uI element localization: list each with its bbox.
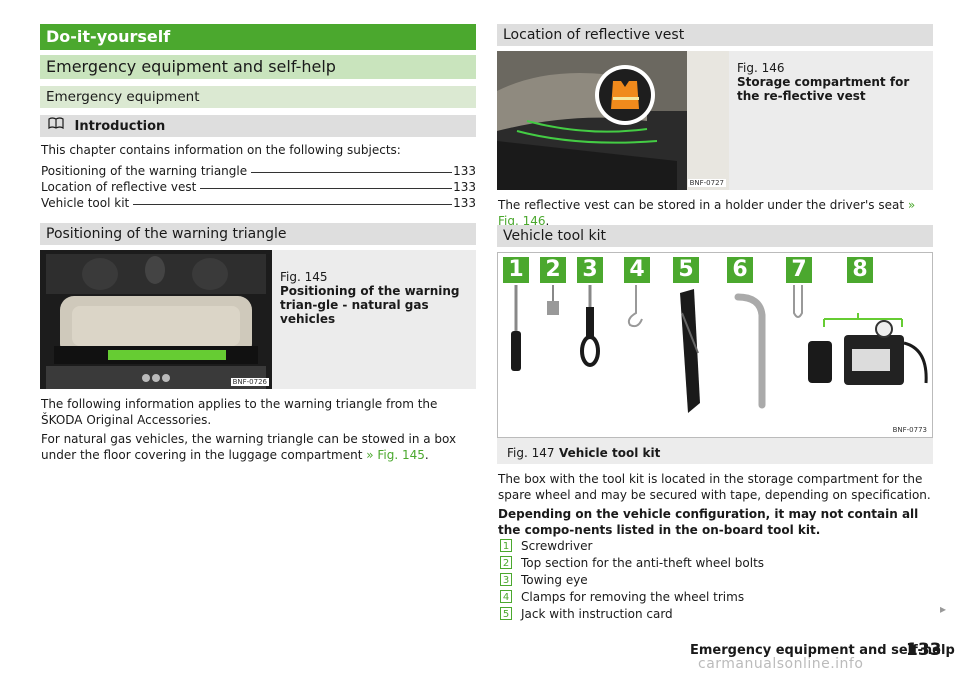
- item-label: Screwdriver: [521, 539, 593, 553]
- figure-code: BNF-0727: [687, 179, 726, 187]
- item-number: 3: [500, 573, 512, 586]
- tool-number-badge: 7: [786, 257, 812, 283]
- luggage-compartment-image: BNF-0726: [40, 250, 272, 389]
- figure-code: BNF-0773: [890, 426, 929, 434]
- item-label: Top section for the anti-theft wheel bol…: [521, 556, 765, 570]
- figure-146: BNF-0727 Fig. 146 Storage compartment fo…: [497, 51, 933, 190]
- intro-heading: Introduction: [74, 118, 166, 134]
- toc-item-page: 133: [453, 196, 476, 210]
- item-number: 1: [500, 539, 512, 552]
- tool-number-badge: 3: [577, 257, 603, 283]
- footer-title: Emergency equipment and self-help: [690, 643, 955, 658]
- tool-number-badge: 8: [847, 257, 873, 283]
- toc-item-label: Vehicle tool kit: [41, 195, 134, 211]
- toc-item-page: 133: [453, 180, 476, 194]
- list-item: 2 Top section for the anti-theft wheel b…: [498, 555, 934, 571]
- paragraph: The following information applies to the…: [41, 397, 438, 427]
- item-label: Jack with instruction card: [521, 607, 673, 621]
- triangle-heading: Positioning of the warning triangle: [40, 223, 476, 245]
- list-item: 4 Clamps for removing the wheel trims: [498, 589, 934, 605]
- intro-heading-bar: Introduction: [40, 115, 476, 137]
- paragraph: The reflective vest can be stored in a h…: [498, 197, 934, 229]
- paragraph-end: .: [424, 448, 429, 462]
- toc-item[interactable]: Positioning of the warning triangle 133: [41, 163, 476, 179]
- figure-145: BNF-0726 Fig. 145 Positioning of the war…: [40, 250, 476, 389]
- tool-number-badge: 6: [727, 257, 753, 283]
- figure-147: 1 2 3 4 5 6 7 8: [497, 252, 933, 464]
- toc-item-label: Location of reflective vest: [41, 179, 201, 195]
- page-number: 133: [906, 640, 942, 660]
- section-title: Emergency equipment: [40, 86, 476, 108]
- toc-item-page: 133: [453, 164, 476, 178]
- item-number: 2: [500, 556, 512, 569]
- figure-number: Fig. 146: [737, 61, 785, 75]
- tool-kit-image: 1 2 3 4 5 6 7 8: [497, 252, 933, 438]
- tool-number-badge: 4: [624, 257, 650, 283]
- list-item: 3 Towing eye: [498, 572, 934, 588]
- tool-number-badge: 5: [673, 257, 699, 283]
- toc-leader: [241, 172, 452, 173]
- figure-reference-link[interactable]: » Fig. 145: [366, 448, 425, 462]
- toc-item-label: Positioning of the warning triangle: [41, 163, 252, 179]
- figure-number: Fig. 147: [507, 446, 555, 460]
- figure-code: BNF-0726: [230, 378, 269, 386]
- toolkit-heading: Vehicle tool kit: [497, 225, 933, 247]
- list-item: 5 Jack with instruction card: [498, 606, 934, 622]
- toc-leader: [131, 204, 452, 205]
- section-header: Do-it-yourself: [40, 24, 476, 50]
- toc-item[interactable]: Location of reflective vest 133: [41, 179, 476, 195]
- list-item: 1 Screwdriver: [498, 538, 934, 554]
- figure-title: Storage compartment for the re-flective …: [737, 75, 910, 103]
- watermark: carmanualsonline.info: [698, 656, 864, 672]
- triangle-right-icon: ▸: [940, 602, 947, 616]
- toc-item[interactable]: Vehicle tool kit 133: [41, 195, 476, 211]
- vest-storage-image: BNF-0727: [497, 51, 729, 190]
- item-label: Towing eye: [521, 573, 588, 587]
- paragraph-text: The reflective vest can be stored in a h…: [498, 198, 905, 212]
- paragraph: The box with the tool kit is located in …: [498, 472, 931, 502]
- tool-number-badge: 1: [503, 257, 529, 283]
- figure-title: Positioning of the warning trian-gle - n…: [280, 284, 460, 326]
- toc-leader: [189, 188, 452, 189]
- item-number: 4: [500, 590, 512, 603]
- paragraph: For natural gas vehicles, the warning tr…: [41, 431, 477, 463]
- paragraph-text: For natural gas vehicles, the warning tr…: [41, 432, 457, 462]
- paragraph-end: .: [545, 214, 550, 228]
- intro-text: This chapter contains information on the…: [41, 143, 401, 157]
- figure-number: Fig. 145: [280, 270, 328, 284]
- figure-reference-link[interactable]: » Fig. 146: [498, 198, 916, 228]
- paragraph-bold: Depending on the vehicle configuration, …: [498, 507, 919, 537]
- tool-list: 1 Screwdriver 2 Top section for the anti…: [498, 538, 934, 623]
- figure-title: Vehicle tool kit: [559, 446, 661, 460]
- tool-number-badge: 2: [540, 257, 566, 283]
- chapter-title: Emergency equipment and self-help: [40, 55, 476, 79]
- book-icon: [48, 115, 64, 137]
- vest-heading: Location of reflective vest: [497, 24, 933, 46]
- item-label: Clamps for removing the wheel trims: [521, 590, 745, 604]
- item-number: 5: [500, 607, 512, 620]
